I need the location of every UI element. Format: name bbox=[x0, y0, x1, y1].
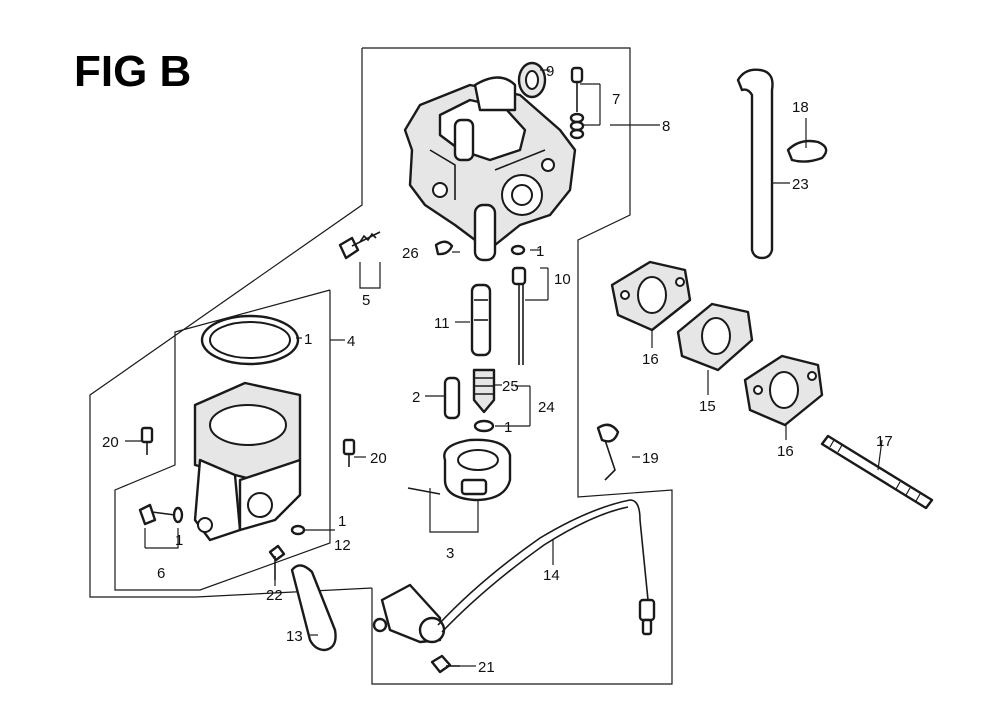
leader-lines bbox=[125, 69, 883, 667]
clip-22 bbox=[268, 544, 286, 580]
callout-19: 19 bbox=[642, 450, 659, 467]
callout-14: 14 bbox=[543, 567, 560, 584]
callout-15: 15 bbox=[699, 398, 716, 415]
callout-25: 25 bbox=[502, 378, 519, 395]
group-outlines bbox=[89, 47, 673, 685]
callout-8: 8 bbox=[662, 118, 670, 135]
pilot-screw-5 bbox=[338, 231, 381, 260]
figure-title: FIG B bbox=[74, 47, 191, 96]
main-jet-11 bbox=[470, 283, 492, 357]
clip-19 bbox=[596, 423, 620, 481]
callout-10: 10 bbox=[554, 271, 571, 288]
callout-6: 6 bbox=[157, 565, 165, 582]
callout-16-upper: 16 bbox=[642, 351, 659, 368]
carburetor-body bbox=[403, 76, 577, 262]
screw-set-7 bbox=[569, 66, 585, 140]
callout-21: 21 bbox=[478, 659, 495, 676]
callout-9: 9 bbox=[546, 63, 554, 80]
callout-7: 7 bbox=[612, 91, 620, 108]
fuel-cut-solenoid-14 bbox=[372, 499, 656, 644]
insulator-4 bbox=[193, 381, 302, 542]
callout-11: 11 bbox=[434, 315, 450, 332]
gasket-16-upper bbox=[610, 260, 692, 332]
jet-25 bbox=[472, 368, 496, 414]
bolt-20-left bbox=[140, 426, 154, 455]
callout-1-washer: 1 bbox=[338, 513, 346, 530]
callout-2: 2 bbox=[412, 389, 420, 406]
callout-4: 4 bbox=[347, 333, 355, 350]
gasket-16-lower bbox=[743, 354, 824, 427]
callout-24: 24 bbox=[538, 399, 555, 416]
bolt-21 bbox=[430, 654, 460, 674]
callout-1-oring: 1 bbox=[504, 419, 512, 436]
callout-26: 26 bbox=[402, 245, 419, 262]
washer-1 bbox=[510, 244, 526, 256]
callout-12: 12 bbox=[334, 537, 351, 554]
hose-23 bbox=[736, 68, 774, 260]
washer-1-12 bbox=[290, 524, 306, 536]
callout-5: 5 bbox=[362, 292, 370, 309]
callout-1-screw: 1 bbox=[175, 532, 183, 549]
callout-20-left: 20 bbox=[102, 434, 119, 451]
clamp-18 bbox=[786, 139, 828, 163]
stud-bolt-17 bbox=[820, 434, 934, 510]
float-3 bbox=[407, 438, 512, 502]
callout-13: 13 bbox=[286, 628, 303, 645]
callout-17: 17 bbox=[876, 433, 893, 450]
callout-23: 23 bbox=[792, 176, 809, 193]
bolt-20-right bbox=[342, 438, 356, 467]
clip-26 bbox=[434, 240, 454, 256]
callout-16-lower: 16 bbox=[777, 443, 794, 460]
callout-labels: 9 7 8 18 23 26 1 10 5 11 1 4 2 25 24 1 2… bbox=[102, 63, 893, 676]
o-ring-9 bbox=[517, 61, 547, 99]
screw-6 bbox=[138, 503, 184, 526]
insulator-15 bbox=[676, 302, 754, 372]
slow-jet-2 bbox=[443, 376, 461, 420]
callout-18: 18 bbox=[792, 99, 809, 116]
callout-22: 22 bbox=[266, 587, 283, 604]
needle-jet-10 bbox=[511, 266, 527, 365]
callout-3: 3 bbox=[446, 545, 454, 562]
gasket-1 bbox=[200, 314, 300, 366]
o-ring-1-lower bbox=[473, 419, 495, 433]
callout-1-gasket: 1 bbox=[304, 331, 312, 348]
tube-13 bbox=[290, 564, 337, 652]
callout-20-right: 20 bbox=[370, 450, 387, 467]
callout-1-jet: 1 bbox=[536, 243, 544, 260]
